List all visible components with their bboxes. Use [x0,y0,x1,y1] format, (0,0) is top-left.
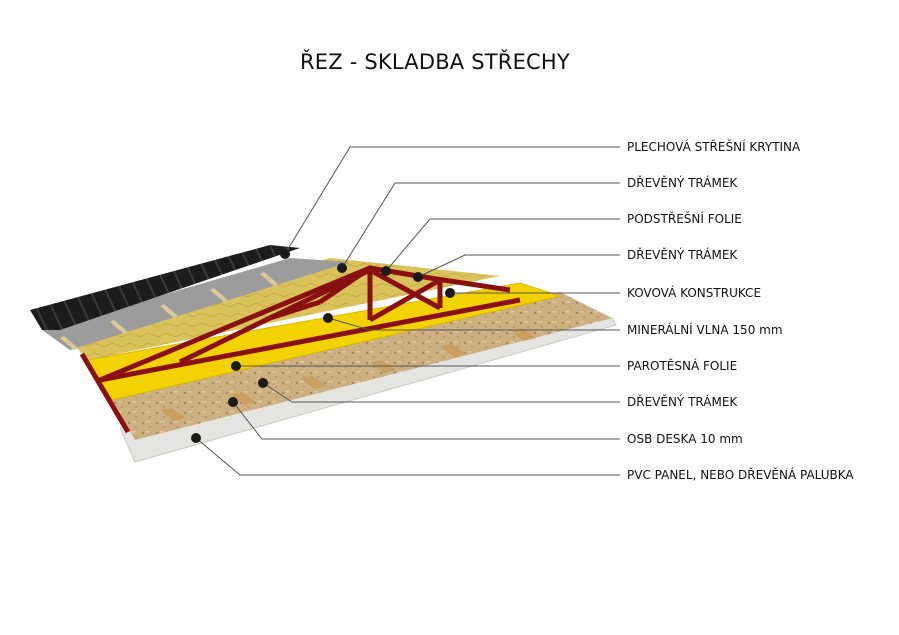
label-mineral-wool: MINERÁLNÍ VLNA 150 mm [627,323,783,337]
label-steel-structure: KOVOVÁ KONSTRUKCE [627,286,762,300]
wooden-battens-upper [60,272,278,350]
layer-markers [191,249,455,443]
diagram-title: ŘEZ - SKLADBA STŘECHY [300,50,570,74]
label-underlay-foil: PODSTŘEŠNÍ FOLIE [627,212,742,226]
leader-lines [195,146,620,476]
label-metal-roofing: PLECHOVÁ STŘEŠNÍ KRYTINA [627,140,801,154]
label-osb-board: OSB DESKA 10 mm [627,432,743,446]
label-wooden-batten-3: DŘEVĚNÝ TRÁMEK [627,395,738,409]
label-pvc-panel: PVC PANEL, NEBO DŘEVĚNÁ PALUBKA [627,468,854,482]
label-wooden-batten-2: DŘEVĚNÝ TRÁMEK [627,248,738,262]
steel-truss [79,265,521,434]
metal-roofing-layer [30,245,300,330]
label-wooden-batten-1: DŘEVĚNÝ TRÁMEK [627,176,738,190]
label-vapor-barrier: PAROTĚSNÁ FOLIE [627,359,738,373]
wooden-battens-lower [160,328,536,421]
